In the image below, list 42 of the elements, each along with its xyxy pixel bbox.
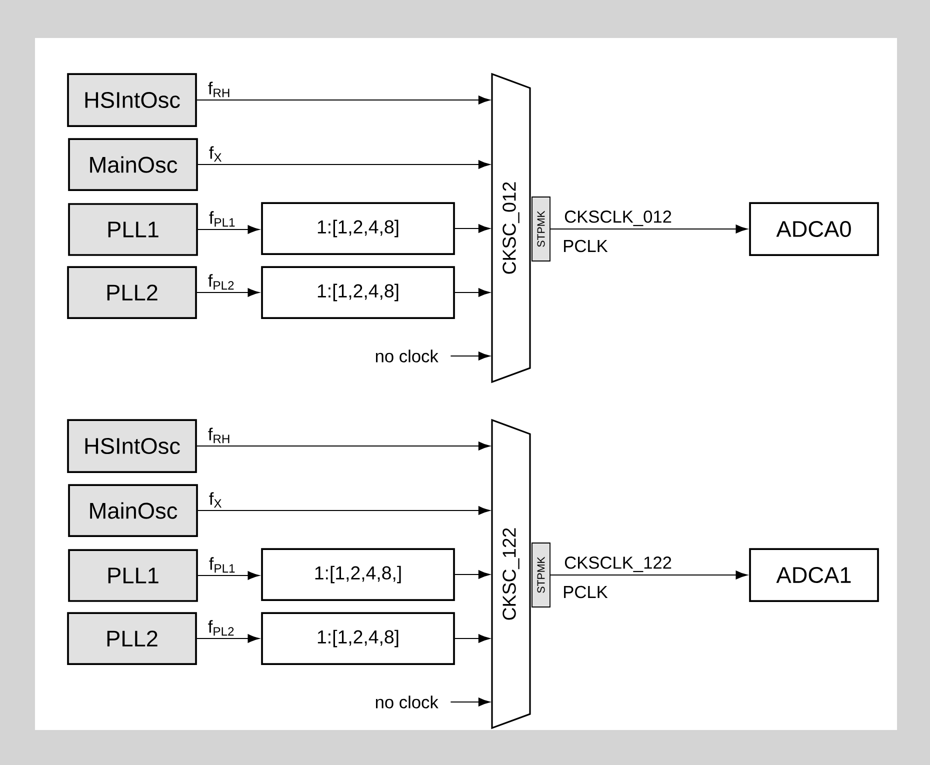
edge-label: f$_{PL1}$ [208,210,238,228]
source-box: MainOsc [68,138,198,191]
arrow [196,288,260,297]
edge-label: f$_{PL1}$ [208,556,238,574]
arrow [550,570,748,580]
edge-label: f$_{RH}$ [206,426,232,444]
arrow [196,442,490,450]
arrow [450,698,490,706]
edge-label: f$_{X}$ [208,490,224,509]
arrow [197,506,490,515]
source-box: PLL2 [67,266,197,319]
arrow [196,96,490,104]
source-box: PLL1 [68,549,198,602]
edge-label: f$_{RH}$ [206,80,232,98]
arrow [550,224,748,234]
edge-label: CKSCLK_122 [562,555,674,574]
signal-label: PCLK [564,240,608,252]
target-box: ADCA1 [749,548,879,602]
arrow [454,634,490,643]
arrow [450,352,490,360]
source-box: MainOsc [68,484,198,537]
arrow [196,634,260,643]
arrow [454,224,490,233]
edge-label: f$_{PL2}$ [206,272,236,291]
target-box: ADCA0 [749,202,879,256]
source-box: HSIntOsc [67,419,197,473]
edge-label: f$_{X}$ [208,144,224,163]
arrow [197,160,490,169]
signal-label: PCLK [564,586,608,598]
arrow [197,225,260,234]
input-label: no clock [376,696,438,708]
input-label: no clock [376,350,438,362]
edge-label: CKSCLK_012 [562,209,674,228]
source-box: PLL2 [67,612,197,665]
arrow [454,570,490,579]
mask-box: STPMK [532,542,550,608]
mask-box: STPMK [532,196,550,262]
source-box: HSIntOsc [67,73,197,127]
arrow [454,288,490,297]
arrow [197,571,260,580]
edge-label: f$_{PL2}$ [206,618,236,637]
source-box: PLL1 [68,203,198,256]
